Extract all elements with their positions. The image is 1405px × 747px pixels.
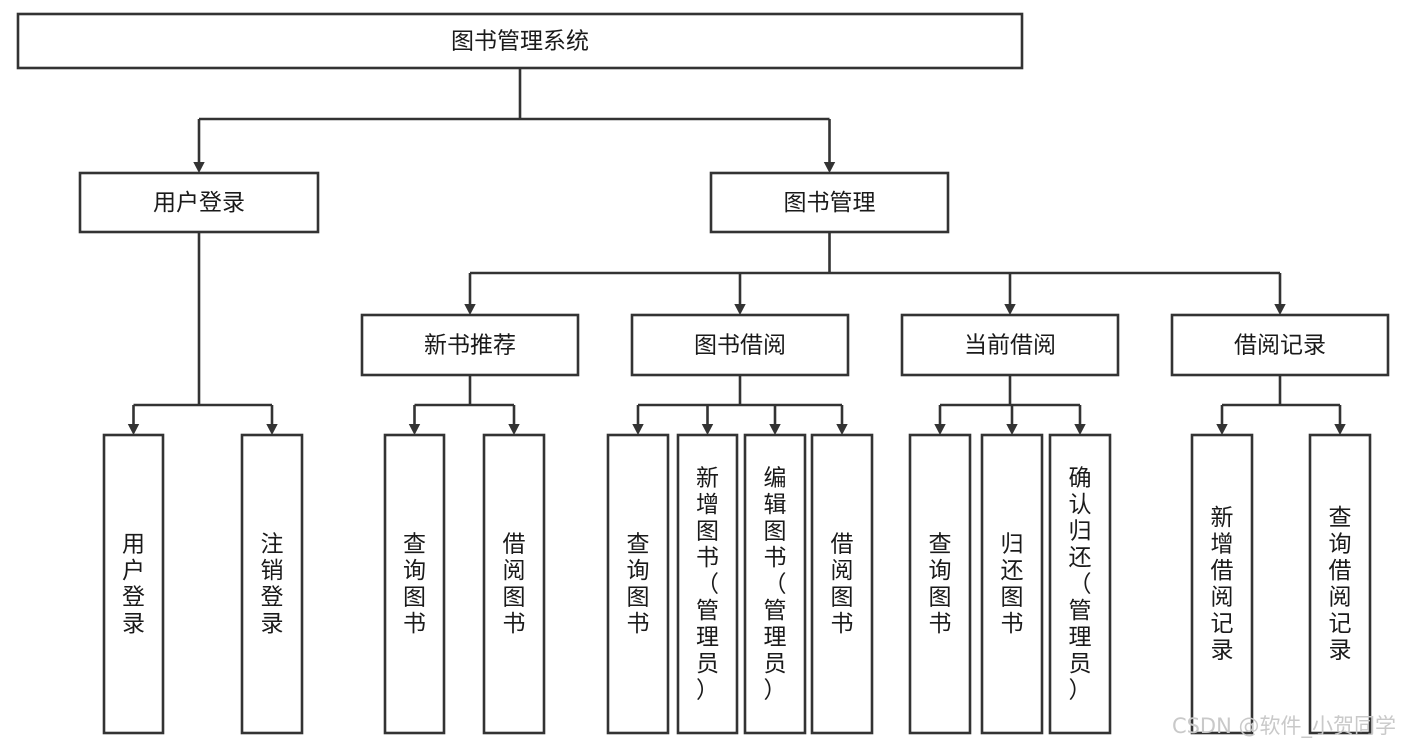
edge-group-borrow-record xyxy=(1216,375,1346,435)
edge-group-book-manage xyxy=(464,232,1286,315)
node-box xyxy=(630,313,850,377)
arrow-head-icon xyxy=(127,424,140,435)
node-label: 用户登录 xyxy=(153,190,245,216)
node-box xyxy=(810,433,874,735)
node-layer: 图书管理系统用户登录图书管理新书推荐图书借阅当前借阅借阅记录用户登录注销登录查询… xyxy=(16,12,1390,735)
node-leaf-edit-book[interactable]: 编辑图书（管理员） xyxy=(743,433,807,735)
node-box xyxy=(709,171,950,234)
node-label: 用户登录 xyxy=(122,532,145,638)
node-label: 查询图书 xyxy=(929,532,952,638)
arrow-head-icon xyxy=(1274,304,1286,315)
arrow-head-icon xyxy=(1004,304,1016,315)
node-label: 查询借阅记录 xyxy=(1329,505,1352,664)
node-root[interactable]: 图书管理系统 xyxy=(16,12,1024,70)
node-label: 查询图书 xyxy=(627,532,650,638)
node-new-book-rec[interactable]: 新书推荐 xyxy=(360,313,580,377)
connector-layer xyxy=(127,68,1346,435)
node-box xyxy=(383,433,446,735)
arrow-head-icon xyxy=(769,424,781,435)
node-current-borrow[interactable]: 当前借阅 xyxy=(900,313,1120,377)
node-book-manage[interactable]: 图书管理 xyxy=(709,171,950,234)
node-leaf-query-record[interactable]: 查询借阅记录 xyxy=(1308,433,1372,735)
node-box xyxy=(482,433,546,735)
node-leaf-borrow-book-2[interactable]: 借阅图书 xyxy=(810,433,874,735)
arrow-head-icon xyxy=(193,162,205,173)
node-box xyxy=(1170,313,1390,377)
node-box xyxy=(1048,433,1112,735)
node-leaf-confirm-return[interactable]: 确认归还（管理员） xyxy=(1048,433,1112,735)
node-borrow-record[interactable]: 借阅记录 xyxy=(1170,313,1390,377)
node-leaf-query-book-3[interactable]: 查询图书 xyxy=(908,433,972,735)
node-label: 借阅图书 xyxy=(503,532,526,638)
arrow-head-icon xyxy=(464,304,476,315)
arrow-head-icon xyxy=(836,424,848,435)
node-leaf-query-book-2[interactable]: 查询图书 xyxy=(606,433,670,735)
arrow-head-icon xyxy=(934,424,946,435)
arrow-head-icon xyxy=(508,424,520,435)
node-box xyxy=(78,171,320,234)
arrow-head-icon xyxy=(823,162,836,173)
node-user-login[interactable]: 用户登录 xyxy=(78,171,320,234)
node-label: 借阅图书 xyxy=(831,532,854,638)
node-box xyxy=(908,433,972,735)
node-box xyxy=(1308,433,1372,735)
node-leaf-user-login[interactable]: 用户登录 xyxy=(102,433,165,735)
arrow-head-icon xyxy=(734,304,746,315)
node-label: 新书推荐 xyxy=(424,333,516,359)
node-label: 归还图书 xyxy=(1001,532,1024,638)
arrow-head-icon xyxy=(1006,424,1018,435)
node-box xyxy=(980,433,1044,735)
node-label: 图书借阅 xyxy=(694,333,786,359)
node-label: 借阅记录 xyxy=(1234,333,1326,359)
node-label: 查询图书 xyxy=(403,532,426,638)
node-box xyxy=(360,313,580,377)
node-leaf-borrow-book-1[interactable]: 借阅图书 xyxy=(482,433,546,735)
node-label: 编辑图书（管理员） xyxy=(764,465,787,703)
arrow-head-icon xyxy=(632,424,644,435)
node-box xyxy=(900,313,1120,377)
node-box xyxy=(676,433,739,735)
node-label: 当前借阅 xyxy=(964,333,1056,359)
node-label: 注销登录 xyxy=(261,532,284,638)
node-book-borrow[interactable]: 图书借阅 xyxy=(630,313,850,377)
edge-group-user-login xyxy=(127,232,278,435)
node-label: 新增图书（管理员） xyxy=(696,465,719,703)
arrow-head-icon xyxy=(1216,424,1228,435)
node-box xyxy=(102,433,165,735)
arrow-head-icon xyxy=(408,424,421,435)
node-box xyxy=(1190,433,1254,735)
edge-group-root xyxy=(193,68,836,173)
node-label: 图书管理 xyxy=(784,190,876,216)
edge-group-book-borrow xyxy=(632,375,848,435)
arrow-head-icon xyxy=(1334,424,1346,435)
arrow-head-icon xyxy=(266,424,278,435)
node-box xyxy=(606,433,670,735)
node-box xyxy=(240,433,304,735)
node-leaf-query-book-1[interactable]: 查询图书 xyxy=(383,433,446,735)
node-box xyxy=(743,433,807,735)
node-leaf-add-book[interactable]: 新增图书（管理员） xyxy=(676,433,739,735)
node-leaf-add-record[interactable]: 新增借阅记录 xyxy=(1190,433,1254,735)
node-label: 确认归还（管理员） xyxy=(1069,465,1092,703)
edge-group-current-borrow xyxy=(934,375,1086,435)
arrow-head-icon xyxy=(1074,424,1086,435)
edge-group-new-book-rec xyxy=(408,375,520,435)
node-box xyxy=(16,12,1024,70)
node-leaf-return-book[interactable]: 归还图书 xyxy=(980,433,1044,735)
node-leaf-user-logout[interactable]: 注销登录 xyxy=(240,433,304,735)
node-label: 新增借阅记录 xyxy=(1211,505,1234,664)
csdn-watermark: CSDN @软件_小贺同学 xyxy=(1172,714,1396,739)
node-label: 图书管理系统 xyxy=(451,29,589,55)
arrow-head-icon xyxy=(701,424,714,435)
